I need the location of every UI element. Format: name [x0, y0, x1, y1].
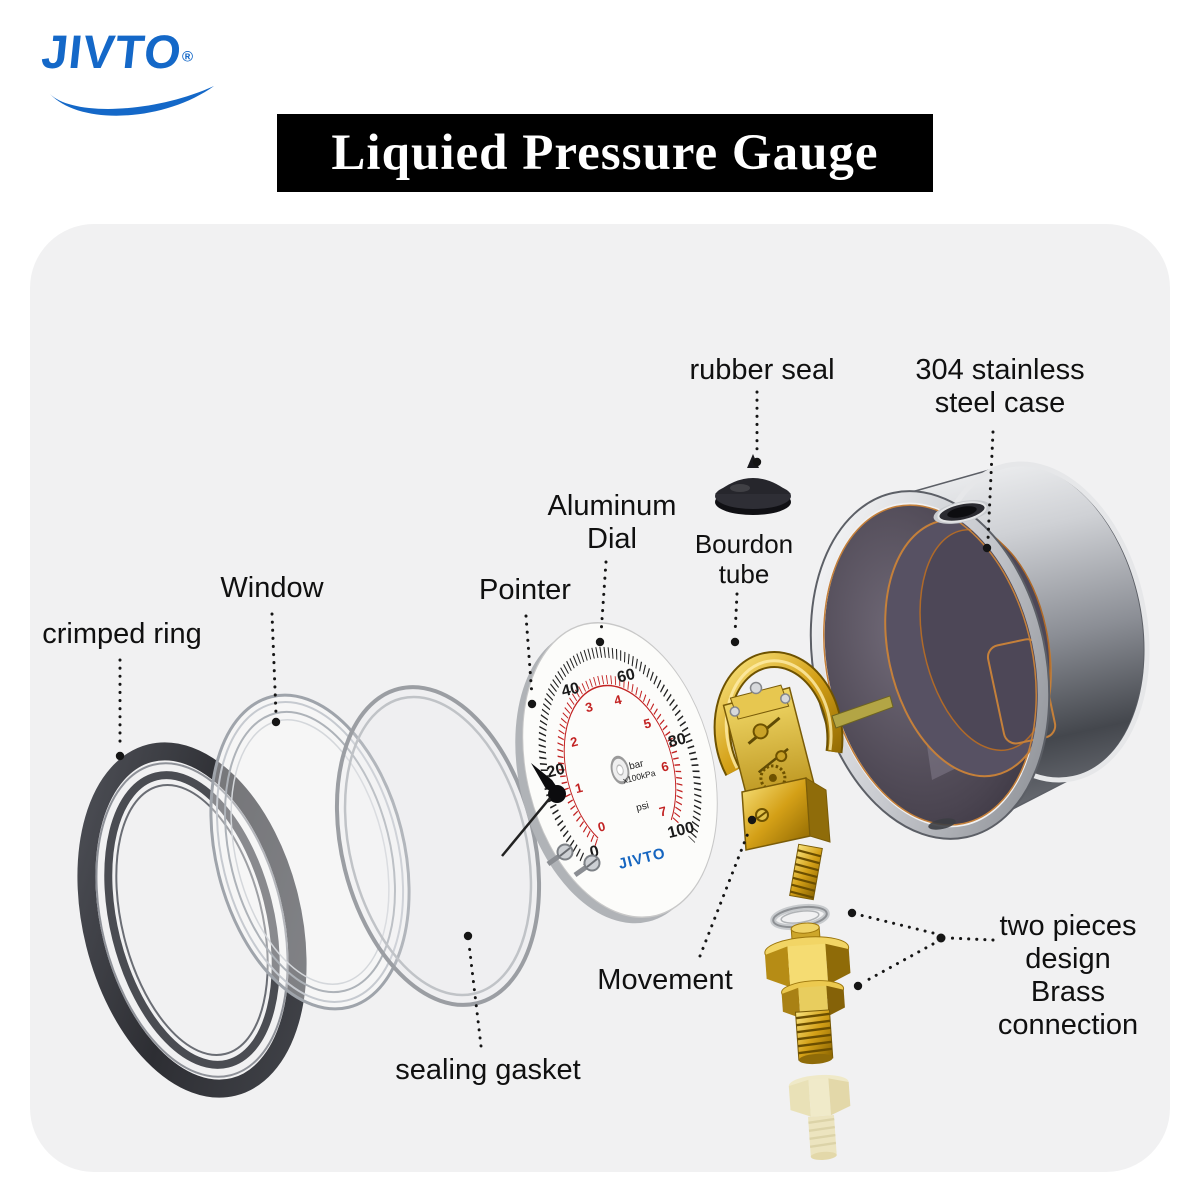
movement-screw	[749, 681, 763, 695]
dial-red-0: 0	[596, 818, 607, 834]
dial-red-6: 6	[660, 758, 671, 774]
label-brass-connection: two pieces design Brass connection	[997, 910, 1139, 1042]
threaded-stem-part	[789, 843, 823, 901]
brass-connection-part	[764, 922, 851, 1160]
title-banner: Liquied Pressure Gauge	[277, 114, 933, 192]
registered-mark: ®	[181, 48, 194, 66]
dial-unit-bar: bar	[628, 758, 645, 772]
dial-red-4: 4	[612, 692, 623, 708]
dial-screws	[546, 843, 601, 878]
dial-red-2: 2	[569, 734, 580, 750]
dial-red-3: 3	[584, 699, 595, 715]
tube-end-spring-bar	[831, 695, 894, 729]
page-title: Liquied Pressure Gauge	[331, 125, 879, 181]
leader-lines	[118, 390, 995, 1048]
socket-block-part	[741, 777, 831, 851]
brand-logo: JIVTO®	[39, 24, 272, 116]
label-pointer: Pointer	[479, 574, 571, 606]
dial-unit-psi: psi	[635, 800, 650, 814]
label-crimped-ring: crimped ring	[42, 618, 202, 650]
logo-swoosh-icon	[50, 86, 214, 116]
label-bourdon-tube: Bourdon tube	[694, 529, 794, 589]
label-rubber-seal: rubber seal	[689, 354, 835, 386]
case-top-hole	[933, 500, 991, 524]
label-sealing-gasket: sealing gasket	[395, 1054, 581, 1086]
dial-tick-80: 80	[666, 730, 687, 751]
brass-threaded-stud	[794, 1009, 834, 1065]
dial-red-5: 5	[642, 715, 653, 731]
rubber-seal-part	[715, 454, 791, 515]
brass-ghost-part	[788, 1074, 851, 1160]
dial-tick-100: 100	[666, 819, 696, 842]
dial-tick-60: 60	[616, 666, 637, 687]
label-aluminum-dial: Aluminum Dial	[547, 490, 677, 556]
label-steel-case: 304 stainless steel case	[915, 354, 1085, 420]
label-window: Window	[220, 572, 324, 604]
stainless-case-part	[809, 461, 1150, 840]
crimped-ring-part	[77, 742, 307, 1098]
dial-tick-40: 40	[560, 680, 581, 701]
dial-red-7: 7	[658, 803, 669, 819]
label-movement: Movement	[597, 964, 733, 996]
window-part	[209, 693, 411, 1011]
case-bottom-notch	[928, 818, 956, 830]
dial-red-1: 1	[573, 780, 584, 796]
pointer-part	[501, 763, 566, 857]
dial-tick-20: 20	[545, 761, 566, 782]
leader-dots	[115, 457, 992, 991]
bourdon-tube-part	[713, 651, 894, 776]
